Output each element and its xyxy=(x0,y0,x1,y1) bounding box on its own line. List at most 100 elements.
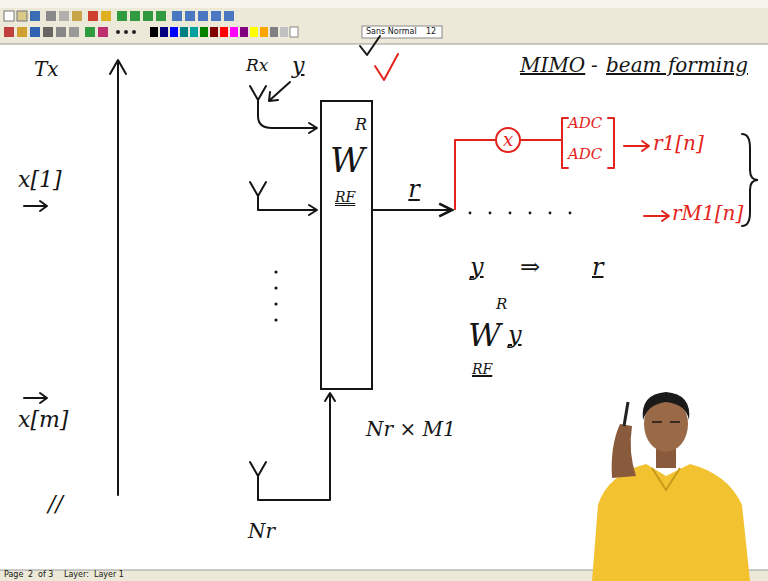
tool-icon xyxy=(124,30,128,34)
tool-icon xyxy=(130,11,140,21)
tool-icon xyxy=(88,11,98,21)
collar xyxy=(652,468,680,490)
tool-icon xyxy=(172,11,182,21)
bracket xyxy=(562,118,568,168)
palette-swatch xyxy=(210,27,218,37)
palette-swatch xyxy=(240,27,248,37)
input-arrow xyxy=(24,201,47,211)
tool-icon xyxy=(30,27,40,37)
combiner-box: WRRF xyxy=(320,100,373,390)
tool-icon xyxy=(101,11,111,21)
status-text: Layer 1 xyxy=(94,571,124,579)
symbol-label: x[1] xyxy=(18,168,62,192)
font-size: 12 xyxy=(426,28,436,36)
font-name: Sans Normal xyxy=(366,28,417,36)
palette-swatch xyxy=(220,27,228,37)
equation-term: y xyxy=(470,254,484,280)
output-arrow xyxy=(624,141,649,151)
equation-symbol: ⇒ xyxy=(520,254,540,280)
tool-icon xyxy=(69,27,79,37)
palette-swatch xyxy=(280,27,288,37)
tool-icon xyxy=(46,11,56,21)
heading: beam forming xyxy=(606,54,748,76)
antenna xyxy=(250,86,316,128)
palette-swatch xyxy=(190,27,198,37)
tool-icon xyxy=(156,11,166,21)
output-arrow xyxy=(644,211,669,221)
color-palette xyxy=(150,27,298,37)
dimension-label: Nr × M1 xyxy=(366,418,456,440)
presenter xyxy=(592,392,750,581)
arrow-head xyxy=(269,92,278,101)
adc-label: ADC xyxy=(568,115,602,132)
menu-bar xyxy=(0,0,768,8)
palette-swatch xyxy=(200,27,208,37)
tool-icon xyxy=(4,11,14,21)
shirt xyxy=(592,464,750,581)
tool-icon xyxy=(98,27,108,37)
dot xyxy=(569,212,572,215)
circle-outline xyxy=(496,128,520,152)
signal-label: r1[n] xyxy=(653,132,704,154)
dot xyxy=(489,212,492,215)
pen xyxy=(624,402,628,426)
toolbar xyxy=(0,0,768,44)
check-mark xyxy=(375,54,398,80)
connector-segment xyxy=(373,209,452,211)
dot xyxy=(549,212,552,215)
tool-icon xyxy=(4,27,14,37)
tool-icon xyxy=(143,11,153,21)
palette-swatch xyxy=(180,27,188,37)
signal-label: rM1[n] xyxy=(672,202,743,224)
tool-icon xyxy=(224,11,234,21)
dot xyxy=(469,212,472,215)
mark: // xyxy=(48,492,63,516)
status-text: of 3 xyxy=(38,571,53,579)
tool-icon xyxy=(185,11,195,21)
node-text: RF xyxy=(335,190,355,205)
tx-label: Tx xyxy=(34,58,59,80)
dot xyxy=(509,212,512,215)
node-text: W xyxy=(330,142,365,179)
toolbar-icons xyxy=(4,11,234,37)
adc-label: ADC xyxy=(568,146,602,163)
node-text: x xyxy=(503,131,513,149)
tool-icon xyxy=(211,11,221,21)
equation-term: y xyxy=(508,322,522,348)
input-arrow xyxy=(24,393,47,403)
antenna xyxy=(250,182,316,210)
font-box xyxy=(362,26,442,38)
mixer-circle: x xyxy=(495,127,521,153)
rx-label: Rx xyxy=(246,56,268,75)
status-text: 2 xyxy=(28,571,33,579)
arrow-head xyxy=(110,60,126,74)
tool-icon xyxy=(17,27,27,37)
heading: - xyxy=(591,54,598,76)
signal-arrow xyxy=(270,82,290,100)
equation-term: r xyxy=(592,254,603,280)
rf-wire xyxy=(521,139,562,141)
arrow-head xyxy=(309,205,317,215)
dot xyxy=(274,302,277,305)
antenna xyxy=(250,394,330,500)
status-text: Layer: xyxy=(64,571,89,579)
bracket xyxy=(608,118,614,168)
palette-swatch xyxy=(250,27,258,37)
hand xyxy=(612,424,636,478)
palette-swatch xyxy=(150,27,158,37)
dot xyxy=(274,318,277,321)
dot xyxy=(274,270,277,273)
palette-swatch xyxy=(260,27,268,37)
edge-label: r xyxy=(408,176,419,202)
brace xyxy=(742,134,758,226)
tool-icon xyxy=(30,11,40,21)
dot xyxy=(274,286,277,289)
ellipsis-dots xyxy=(274,212,571,322)
eyes xyxy=(652,421,680,423)
dot xyxy=(529,212,532,215)
signal-label: y xyxy=(292,54,304,78)
superscript: R xyxy=(496,296,507,313)
